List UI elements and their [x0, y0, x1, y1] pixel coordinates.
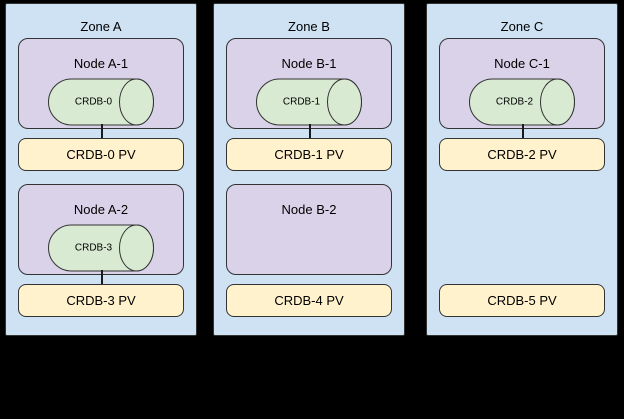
zone-b-title: Zone B [288, 19, 330, 34]
disk-crdb-2-label: CRDB-2 [496, 97, 534, 108]
zone-a-title: Zone A [80, 19, 122, 34]
disk-crdb-0-label: CRDB-0 [75, 97, 113, 108]
connector-line [522, 124, 524, 139]
pv-crdb-2-box: CRDB-2 PV [439, 138, 605, 171]
pv-crdb-3-label: CRDB-3 PV [66, 293, 136, 308]
pv-crdb-2-label: CRDB-2 PV [487, 147, 557, 162]
connector-line [101, 270, 103, 285]
pv-crdb-0-box: CRDB-0 PV [18, 138, 184, 171]
node-c-1-box: Node C-1 CRDB-2 [439, 38, 605, 129]
pv-crdb-1-label: CRDB-1 PV [274, 147, 344, 162]
node-a-1-label: Node A-1 [73, 56, 129, 71]
pv-crdb-0-label: CRDB-0 PV [66, 147, 136, 162]
database-cylinder-icon: CRDB-1 [256, 78, 362, 126]
zone-c-title: Zone C [500, 19, 544, 34]
zone-b-box: Zone B Node B-1 CRDB-1 CRDB-1 PV Node B-… [213, 3, 405, 336]
node-b-2-box: Node B-2 [226, 184, 392, 275]
node-a-2-box: Node A-2 CRDB-3 [18, 184, 184, 275]
pv-crdb-5-label: CRDB-5 PV [487, 293, 557, 308]
pv-crdb-3-box: CRDB-3 PV [18, 284, 184, 317]
disk-crdb-3-label: CRDB-3 [75, 243, 113, 254]
connector-line [101, 124, 103, 139]
zone-a-box: Zone A Node A-1 CRDB-0 CRDB-0 PV Node A-… [5, 3, 197, 336]
pv-crdb-5-box: CRDB-5 PV [439, 284, 605, 317]
connector-line [309, 124, 311, 139]
node-a-2-label: Node A-2 [73, 202, 129, 217]
pv-crdb-1-box: CRDB-1 PV [226, 138, 392, 171]
pv-crdb-4-box: CRDB-4 PV [226, 284, 392, 317]
zone-c-box: Zone C Node C-1 CRDB-2 CRDB-2 PV CRDB-5 … [426, 3, 618, 336]
disk-crdb-1-label: CRDB-1 [283, 97, 321, 108]
node-b-1-label: Node B-1 [281, 56, 337, 71]
database-cylinder-icon: CRDB-0 [48, 78, 154, 126]
pv-crdb-4-label: CRDB-4 PV [274, 293, 344, 308]
database-cylinder-icon: CRDB-2 [469, 78, 575, 126]
node-c-1-label: Node C-1 [494, 56, 550, 71]
node-a-1-box: Node A-1 CRDB-0 [18, 38, 184, 129]
node-b-2-label: Node B-2 [281, 202, 337, 217]
node-b-1-box: Node B-1 CRDB-1 [226, 38, 392, 129]
database-cylinder-icon: CRDB-3 [48, 224, 154, 272]
